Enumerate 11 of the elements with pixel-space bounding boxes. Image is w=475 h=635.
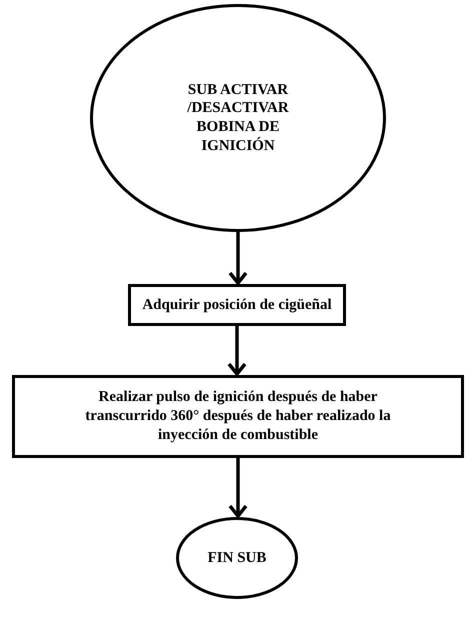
terminal-ellipse	[176, 517, 298, 599]
node-text: Realizar pulso de ignición después de haber transcurrido 360° después de haber realizado la inyección de combustible	[84, 388, 392, 445]
process-box	[128, 284, 346, 326]
process-box	[12, 375, 464, 458]
node-text: FIN SUB	[207, 548, 267, 568]
arrow	[227, 326, 247, 376]
arrow	[228, 458, 248, 518]
terminal-ellipse	[90, 4, 386, 232]
node-text: Adquirir posición de cigüeñal	[142, 296, 332, 314]
arrow	[228, 232, 248, 285]
node-text: SUB ACTIVAR /DESACTIVAR BOBINA DE IGNICIÓN	[186, 80, 290, 156]
